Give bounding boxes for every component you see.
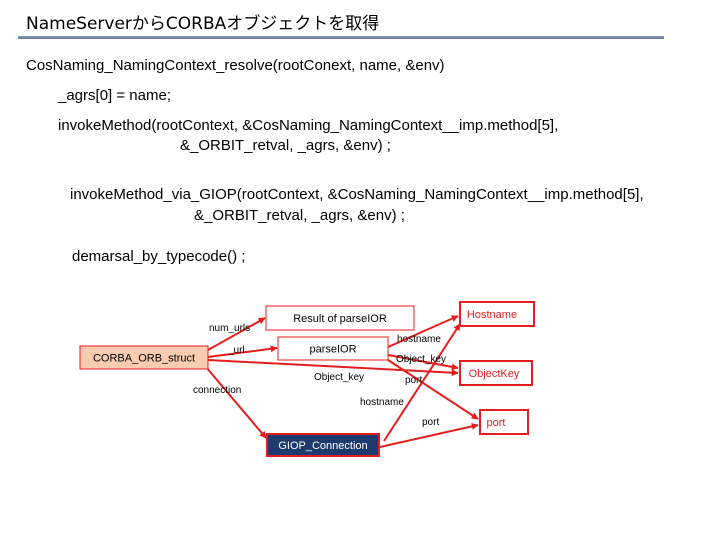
node-objectkey: ObjectKey (459, 360, 533, 386)
edge-label-giop-port: port (422, 417, 439, 428)
node-hostname: Hostname (459, 301, 535, 327)
node-port-label: port (487, 417, 506, 429)
node-orb-struct-label: CORBA_ORB_struct (93, 353, 195, 365)
node-result-parseior: Result of parseIOR (265, 305, 415, 331)
edge-pi-port (387, 359, 479, 420)
code-line-invoke: invokeMethod(rootContext, &CosNaming_Nam… (58, 117, 559, 134)
edge-label-pi-object-key: Object_key (396, 354, 446, 365)
node-objectkey-label: ObjectKey (469, 368, 520, 380)
edge-connection (205, 366, 267, 439)
node-port: port (479, 409, 529, 435)
edge-label-giop-hostname: hostname (360, 397, 404, 408)
edges (205, 315, 479, 448)
edge-label-pi-hostname: hostname (397, 334, 441, 345)
code-line-invoke-giop: invokeMethod_via_GIOP(rootContext, &CosN… (70, 186, 644, 203)
node-parseior-label: parseIOR (309, 344, 356, 356)
node-orb-struct: CORBA_ORB_struct (79, 345, 209, 370)
node-giop-connection: GIOP_Connection (266, 433, 380, 457)
edge-label-pi-port: port (405, 375, 422, 386)
code-line-demarshal: demarsal_by_typecode() ; (72, 248, 246, 265)
node-giop-connection-label: GIOP_Connection (278, 440, 367, 452)
node-hostname-label: Hostname (467, 309, 517, 321)
code-line-invoke-giop-args: &_ORBIT_retval, _agrs, &env) ; (194, 207, 405, 224)
edge-giop-hostname (383, 323, 461, 442)
edge-num-urls (207, 317, 266, 351)
node-result-parseior-label: Result of parseIOR (293, 313, 387, 325)
edge-label-object-key: Object_key (314, 372, 364, 383)
edge-label-num-urls: num_urls (209, 323, 250, 334)
code-line-invoke-args: &_ORBIT_retval, _agrs, &env) ; (180, 137, 391, 154)
edge-label-url: _url (227, 345, 245, 356)
edge-giop-port (379, 422, 479, 448)
title-divider (18, 36, 664, 39)
code-line-resolve: CosNaming_NamingContext_resolve(rootCone… (26, 57, 445, 74)
edge-object-key (207, 359, 459, 377)
node-parseior: parseIOR (277, 336, 389, 361)
edge-label-connection: connection (193, 385, 241, 396)
edge-url (207, 345, 278, 358)
slide-title: NameServerからCORBAオブジェクトを取得 (26, 14, 380, 34)
code-line-args: _agrs[0] = name; (58, 87, 171, 104)
edge-pi-object-key (387, 354, 459, 371)
edge-pi-hostname (387, 315, 459, 348)
